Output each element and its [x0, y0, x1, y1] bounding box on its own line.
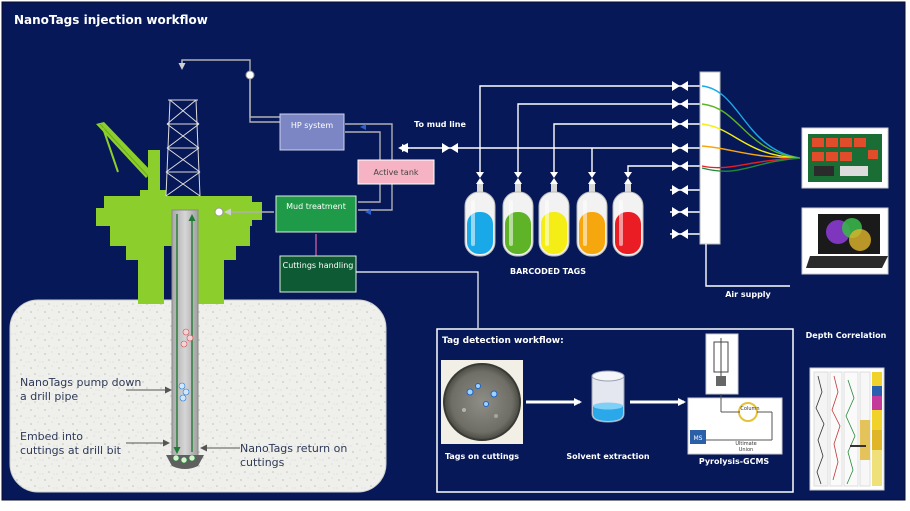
- mud-treatment-label: Mud treatment: [286, 202, 346, 211]
- tag-bottle: [612, 172, 644, 257]
- valve-icon: [672, 99, 688, 109]
- hp-system-box: [279, 113, 345, 151]
- solvent-extraction-label: Solvent extraction: [566, 452, 650, 461]
- tag-detection-title: Tag detection workflow:: [442, 336, 564, 346]
- tag-bottle: [576, 172, 608, 257]
- air-manifold-block: [699, 71, 721, 245]
- column-label: Column: [740, 406, 759, 412]
- hp-system-label: HP system: [291, 121, 334, 130]
- cuttings-to-detection-line: [356, 271, 479, 328]
- tag-particles: [172, 328, 196, 464]
- laptop-computer: [801, 207, 889, 275]
- ms-label: MS: [694, 435, 703, 442]
- hp-junction: [245, 70, 255, 80]
- valve-icon: [672, 143, 688, 153]
- barcoded-tags-label: BARCODED TAGS: [510, 267, 586, 276]
- cuttings-dish-photo: [441, 360, 523, 444]
- active-tank-box: [357, 159, 435, 185]
- cuttings-handling-box: [279, 255, 357, 293]
- valve-icon: [672, 119, 688, 129]
- pyrolysis-gcms-label: Pyrolysis-GCMS: [699, 457, 770, 466]
- valve-icon: [672, 207, 688, 217]
- derrick-junction: [214, 207, 224, 217]
- depth-correlation-log: [809, 367, 885, 491]
- tag-bottle: [464, 172, 496, 257]
- active-tank-label: Active tank: [373, 168, 418, 177]
- depth-correlation-label: Depth Correlation: [806, 331, 887, 340]
- valve-icon: [672, 185, 688, 195]
- mud-treatment-box: [275, 195, 357, 233]
- manifold-valves: [442, 81, 688, 239]
- barcoded-tag-bottles: [464, 172, 644, 257]
- mud-line-arrowhead: [398, 143, 408, 153]
- valve-icon: [672, 229, 688, 239]
- tag-bottle: [502, 172, 534, 257]
- air-supply-label: Air supply: [725, 290, 771, 299]
- tags-on-cuttings-label: Tags on cuttings: [445, 452, 519, 461]
- valve-icon: [672, 161, 688, 171]
- to-mud-line-label: To mud line: [414, 120, 466, 129]
- tag-bottle: [538, 172, 570, 257]
- control-wires: [701, 85, 801, 172]
- air-supply-line: [705, 244, 790, 287]
- diagram-title: NanoTags injection workflow: [14, 13, 208, 27]
- solvent-vial: [591, 370, 625, 423]
- relay-controller-board: [801, 127, 889, 189]
- valve-icon: [672, 81, 688, 91]
- mud-line-valve-icon: [442, 143, 458, 153]
- cuttings-handling-label: Cuttings handling: [283, 261, 354, 270]
- derrick-tower: [165, 99, 201, 197]
- pyrolysis-gcms-schematic: [687, 333, 783, 455]
